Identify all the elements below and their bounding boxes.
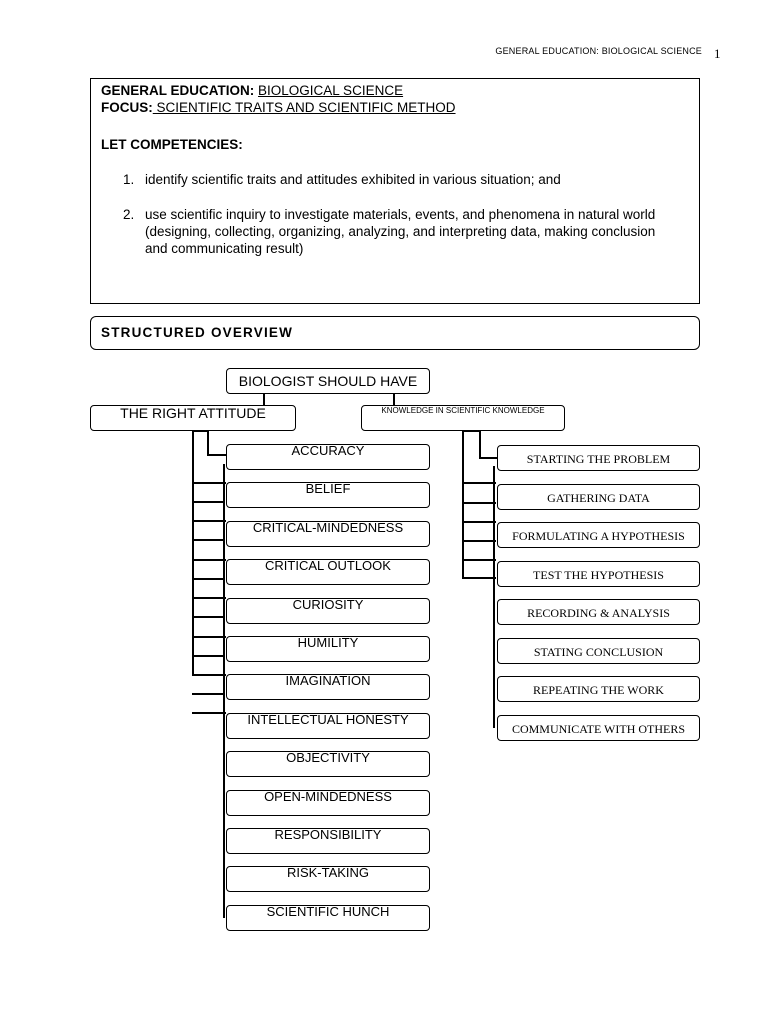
competency-item: 1. identify scientific traits and attitu… xyxy=(123,171,663,188)
attitude-item: SCIENTIFIC HUNCH xyxy=(226,904,430,931)
competency-number: 2. xyxy=(123,207,135,222)
ladder-rung xyxy=(192,430,209,432)
ladder-rung xyxy=(479,457,498,459)
method-step-item: FORMULATING A HYPOTHESIS xyxy=(497,522,700,548)
method-step-item: RECORDING & ANALYSIS xyxy=(497,599,700,625)
ladder-rung xyxy=(462,482,496,484)
ladder-rung xyxy=(462,430,481,432)
ladder-rung xyxy=(192,712,226,715)
focus-line: FOCUS: SCIENTIFIC TRAITS AND SCIENTIFIC … xyxy=(101,100,456,115)
ladder-rail xyxy=(192,430,194,676)
ladder-rung xyxy=(192,539,224,542)
ladder-rail xyxy=(479,430,481,458)
ladder-rail xyxy=(493,466,495,728)
ladder-rung xyxy=(462,577,496,579)
attitude-item: ACCURACY xyxy=(226,444,430,470)
focus-label: FOCUS: xyxy=(101,100,153,115)
method-step-item: COMMUNICATE WITH OTHERS xyxy=(497,714,700,741)
ladder-rail xyxy=(462,430,464,578)
ladder-rung xyxy=(207,454,227,456)
page-number: 1 xyxy=(714,46,721,61)
gen-ed-value: BIOLOGICAL SCIENCE xyxy=(258,83,404,98)
attitude-item: CRITICAL-MINDEDNESS xyxy=(226,520,430,547)
competencies-heading: LET COMPETENCIES: xyxy=(101,137,243,152)
right-branch-connector xyxy=(393,390,395,406)
gen-ed-label: GENERAL EDUCATION: xyxy=(101,83,255,98)
attitude-item: CRITICAL OUTLOOK xyxy=(226,559,430,586)
ladder-rung xyxy=(462,559,496,561)
overview-banner: STRUCTURED OVERVIEW xyxy=(90,316,700,350)
ladder-rung xyxy=(192,501,224,503)
attitude-item: IMAGINATION xyxy=(226,674,430,701)
ladder-rung xyxy=(192,674,226,676)
left-branch-connector xyxy=(263,390,265,406)
focus-value: SCIENTIFIC TRAITS AND SCIENTIFIC METHOD xyxy=(152,100,456,115)
running-header: GENERAL EDUCATION: BIOLOGICAL SCIENCE xyxy=(495,46,702,56)
ladder-rung xyxy=(462,502,496,504)
attitude-item: BELIEF xyxy=(226,482,430,509)
ladder-rung xyxy=(192,577,224,580)
ladder-rung xyxy=(192,635,226,638)
overview-title: STRUCTURED OVERVIEW xyxy=(101,325,294,340)
method-step-item: STATING CONCLUSION xyxy=(497,637,700,664)
ladder-rail xyxy=(223,464,225,918)
attitude-item: OBJECTIVITY xyxy=(226,751,430,778)
attitude-item: RISK-TAKING xyxy=(226,866,430,893)
competency-text: identify scientific traits and attitudes… xyxy=(145,172,561,187)
competency-number: 1. xyxy=(123,172,135,187)
attitude-item: RESPONSIBILITY xyxy=(226,828,430,854)
attitude-item: HUMILITY xyxy=(226,636,430,662)
ladder-rung xyxy=(192,520,226,523)
ladder-rung xyxy=(192,597,226,600)
method-step-item: REPEATING THE WORK xyxy=(497,676,700,702)
root-node: BIOLOGIST SHOULD HAVE xyxy=(226,368,430,394)
ladder-rung xyxy=(192,693,224,695)
ladder-rung xyxy=(192,558,226,561)
left-branch-node: THE RIGHT ATTITUDE xyxy=(90,405,296,431)
method-step-item: STARTING THE PROBLEM xyxy=(497,445,700,471)
ladder-rung xyxy=(192,654,224,657)
competency-item: 2. use scientific inquiry to investigate… xyxy=(123,206,663,257)
competency-text: use scientific inquiry to investigate ma… xyxy=(145,207,656,256)
gen-ed-line: GENERAL EDUCATION: BIOLOGICAL SCIENCE xyxy=(101,83,403,98)
attitude-item: CURIOSITY xyxy=(226,597,430,624)
attitude-item: INTELLECTUAL HONESTY xyxy=(226,712,430,739)
ladder-rung xyxy=(462,521,496,523)
right-branch-node: KNOWLEDGE IN SCIENTIFIC KNOWLEDGE xyxy=(361,405,565,431)
ladder-rung xyxy=(192,616,224,619)
ladder-rung xyxy=(462,540,496,542)
method-step-item: TEST THE HYPOTHESIS xyxy=(497,560,700,587)
attitude-item: OPEN-MINDEDNESS xyxy=(226,789,430,816)
intro-box: GENERAL EDUCATION: BIOLOGICAL SCIENCE FO… xyxy=(90,78,700,304)
ladder-rung xyxy=(192,482,226,484)
ladder-rail xyxy=(207,430,209,454)
method-step-item: GATHERING DATA xyxy=(497,483,700,510)
